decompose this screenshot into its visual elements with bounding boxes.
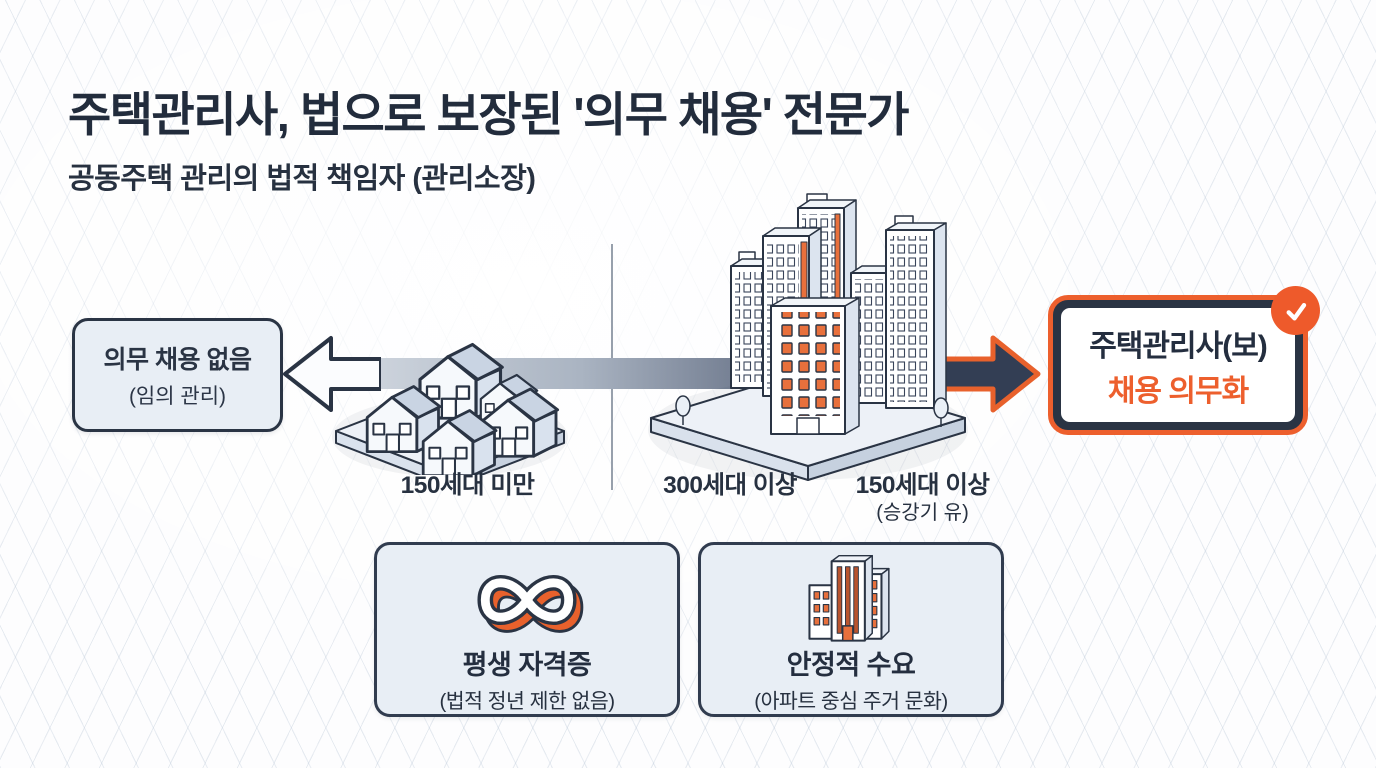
benefit-subtitle: (법적 정년 제한 없음) <box>439 690 615 713</box>
benefit-card-demand: 안정적 수요 (아파트 중심 주거 문화) <box>698 542 1004 717</box>
benefit-title: 평생 자격증 <box>462 650 592 680</box>
benefit-card-lifetime: 평생 자격증 (법적 정년 제한 없음) <box>374 542 680 717</box>
check-icon <box>1271 286 1320 335</box>
page-title: 주택관리사, 법으로 보장된 '의무 채용' 전문가 <box>68 88 910 141</box>
no-mandate-subtitle: (임의 관리) <box>128 385 227 408</box>
mandate-highlight: 채용 의무화 <box>1107 374 1249 408</box>
label-over-300: 300세대 이상 <box>663 472 797 499</box>
no-mandate-box: 의무 채용 없음 (임의 관리) <box>72 318 283 432</box>
label-over-150-note: (승강기 유) <box>876 502 969 524</box>
no-mandate-title: 의무 채용 없음 <box>103 346 252 374</box>
label-under-150: 150세대 미만 <box>400 472 535 499</box>
infinity-icon <box>454 549 600 650</box>
apartment-complex-illustration <box>648 193 968 481</box>
mandate-title: 주택관리사(보) <box>1089 329 1268 363</box>
arrow-right-icon <box>941 335 1041 413</box>
mandate-box: 주택관리사(보) 채용 의무화 <box>1048 295 1308 435</box>
label-over-150: 150세대 이상 <box>855 472 990 499</box>
arrow-left-icon <box>283 336 381 412</box>
benefit-title: 안정적 수요 <box>786 650 916 680</box>
small-houses-illustration <box>332 342 568 475</box>
mandate-box-inner: 주택관리사(보) 채용 의무화 <box>1061 308 1295 422</box>
benefit-subtitle: (아파트 중심 주거 문화) <box>754 690 948 713</box>
page-subtitle: 공동주택 관리의 법적 책임자 (관리소장) <box>68 163 536 195</box>
apartment-buildings-icon <box>799 549 903 650</box>
